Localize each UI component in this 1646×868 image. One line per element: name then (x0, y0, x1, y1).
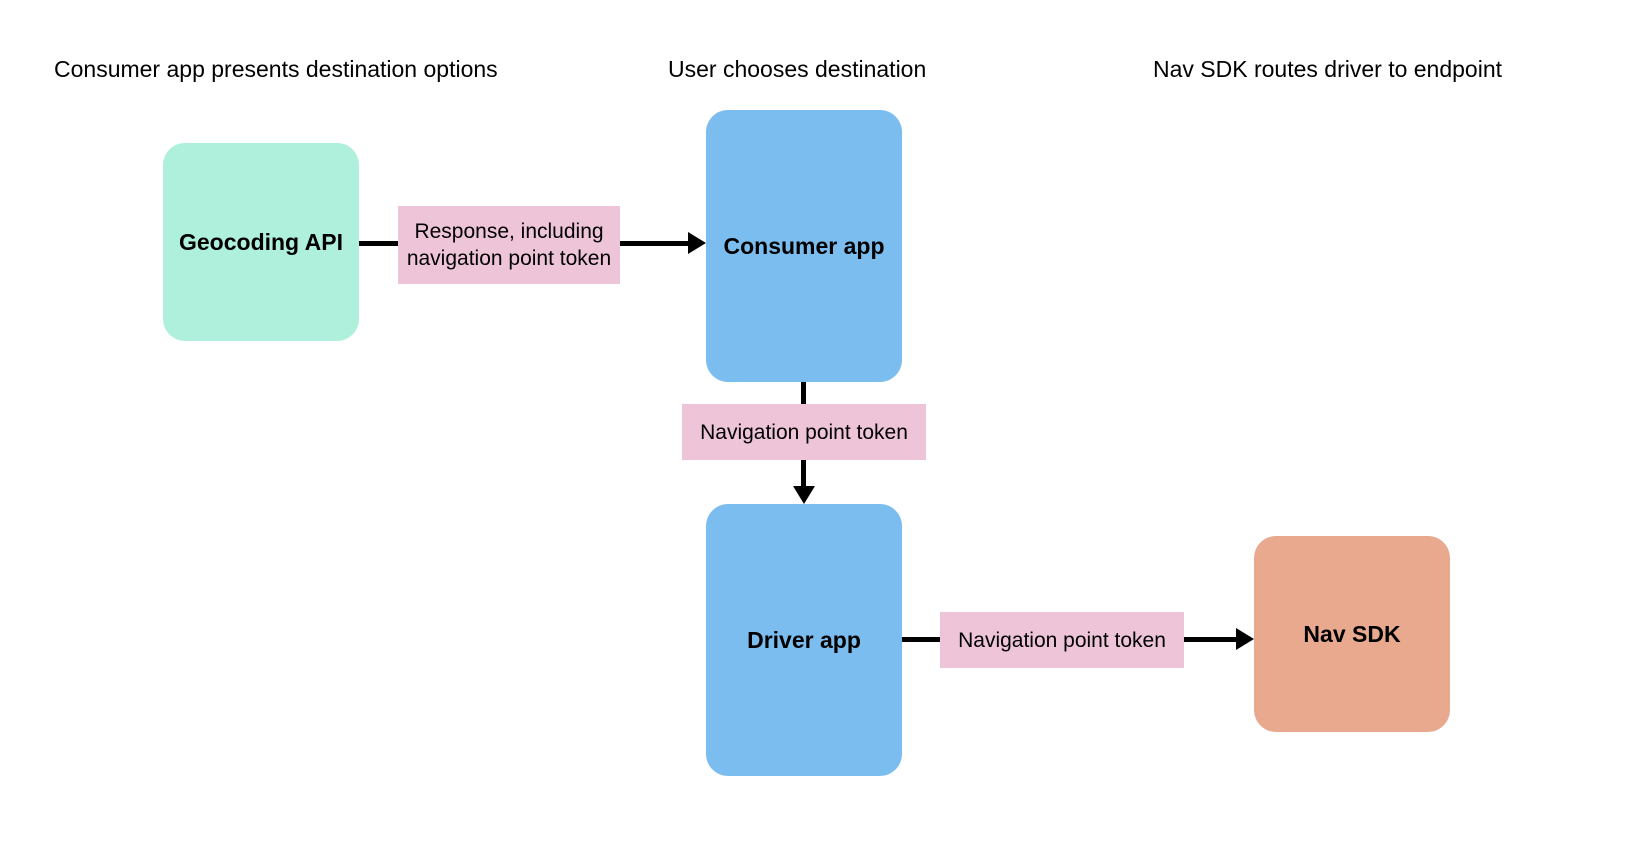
column-header-nav-sdk-stage: Nav SDK routes driver to endpoint (1153, 56, 1503, 82)
arrowhead-icon-consumer-to-driver (793, 486, 815, 504)
node-geocoding-api-label: Geocoding API (179, 229, 343, 255)
connector-consumer-to-label (801, 382, 806, 408)
column-header-user-choice-stage: User chooses destination (668, 56, 927, 82)
arrowhead-icon-geocoding-to-consumer (688, 232, 706, 254)
node-consumer-app-label: Consumer app (723, 233, 885, 259)
node-consumer-app[interactable]: Consumer app (706, 110, 902, 382)
edge-label-navigation-point-token-driver-to-navsdk: Navigation point token (940, 612, 1184, 668)
edge-label-navigation-point-token-consumer-to-driver: Navigation point token (682, 404, 926, 460)
edge-label-response-text: Response, including navigation point tok… (406, 220, 612, 270)
edge-label-navigation-token-text-2: Navigation point token (958, 628, 1166, 652)
connector-driver-to-label (902, 637, 946, 642)
node-nav-sdk-label: Nav SDK (1303, 621, 1401, 647)
node-nav-sdk[interactable]: Nav SDK (1254, 536, 1450, 732)
edge-label-response-including-navigation-point-token: Response, including navigation point tok… (398, 206, 620, 284)
node-geocoding-api[interactable]: Geocoding API (163, 143, 359, 341)
column-header-consumer-app-stage: Consumer app presents destination option… (54, 56, 498, 82)
connector-label-to-consumer (616, 241, 688, 246)
connector-label-to-navsdk (1180, 637, 1238, 642)
arrowhead-icon-driver-to-navsdk (1236, 628, 1254, 650)
connector-geocoding-to-label (359, 241, 405, 246)
node-driver-app[interactable]: Driver app (706, 504, 902, 776)
node-driver-app-label: Driver app (747, 627, 861, 653)
edge-label-navigation-token-text-1: Navigation point token (700, 420, 908, 444)
connector-label-to-driver (801, 456, 806, 488)
